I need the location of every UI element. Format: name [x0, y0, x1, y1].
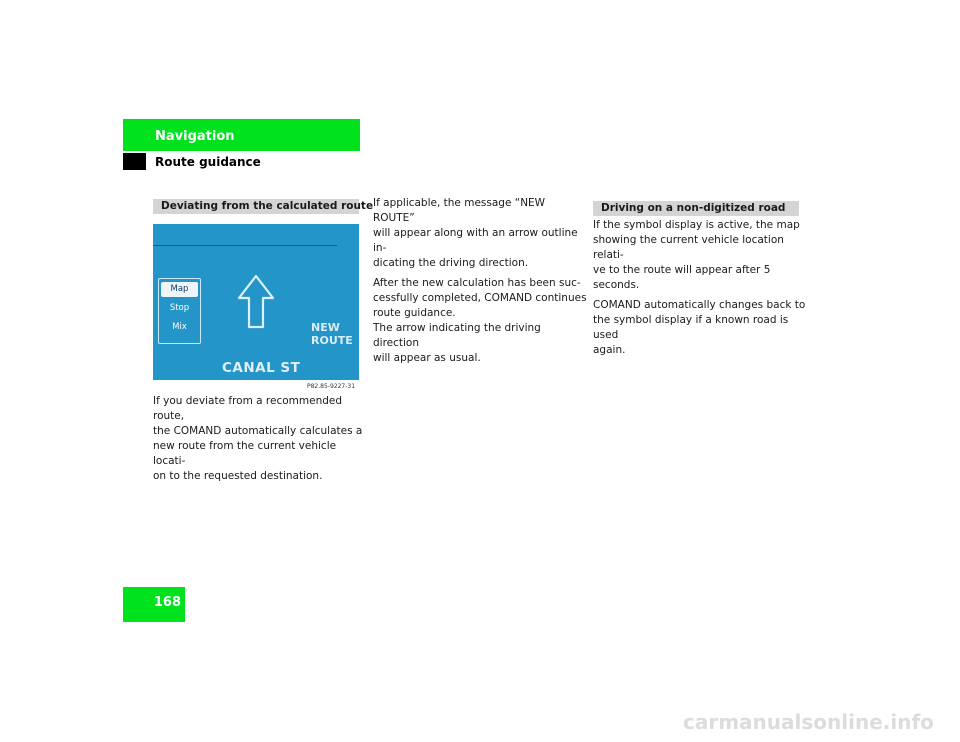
text-line: ve to the route will appear after 5 seco… — [593, 264, 771, 291]
paragraph: If you deviate from a recommended route,… — [153, 394, 363, 484]
section-heading-non-digitized: Driving on a non-digitized road — [593, 201, 799, 216]
text-line: the symbol display if a known road is us… — [593, 314, 789, 341]
new-route-text: If applicable, the message “NEW ROUTE” w… — [373, 196, 588, 366]
text-line: dicating the driving direction. — [373, 257, 529, 269]
deviation-text: If you deviate from a recommended route,… — [153, 394, 363, 484]
section-title: Route guidance — [155, 155, 261, 169]
message-line-1: NEW — [311, 321, 340, 334]
nav-screen-figure: Map Stop Mix NEW ROUTE CANAL ST — [153, 224, 359, 380]
paragraph: After the new calculation has been suc- … — [373, 276, 588, 366]
text-line: If applicable, the message “NEW ROUTE” — [373, 197, 546, 224]
text-line: The arrow indicating the driving directi… — [373, 322, 541, 349]
text-line: again. — [593, 344, 626, 356]
section-heading-label: Driving on a non-digitized road — [601, 202, 786, 214]
menu-item-map: Map — [161, 282, 198, 297]
page-number-box — [123, 587, 185, 622]
non-digitized-text: If the symbol display is active, the map… — [593, 218, 808, 358]
section-heading-label: Deviating from the calculated route — [161, 200, 374, 212]
new-route-message: NEW ROUTE — [311, 321, 353, 347]
screen-divider-line — [153, 245, 337, 246]
text-line: COMAND automatically changes back to — [593, 299, 806, 311]
section-heading-deviating: Deviating from the calculated route — [153, 199, 373, 214]
watermark: carmanualsonline.info — [683, 710, 934, 734]
text-line: on to the requested destination. — [153, 470, 323, 482]
section-marker — [123, 153, 146, 170]
text-line: the COMAND automatically calculates a — [153, 425, 363, 437]
paragraph: COMAND automatically changes back to the… — [593, 298, 808, 358]
paragraph: If the symbol display is active, the map… — [593, 218, 808, 293]
up-arrow-outline-icon — [236, 274, 276, 330]
message-line-2: ROUTE — [311, 334, 353, 347]
text-line: cessfully completed, COMAND continues — [373, 292, 587, 304]
menu-item-stop: Stop — [169, 303, 190, 313]
street-name: CANAL ST — [222, 360, 301, 376]
text-line: If you deviate from a recommended route, — [153, 395, 343, 422]
screen-menu: Map Stop Mix — [158, 278, 201, 344]
header-bar — [123, 119, 360, 151]
text-line: If the symbol display is active, the map — [593, 219, 800, 231]
text-line: new route from the current vehicle locat… — [153, 440, 337, 467]
menu-item-mix: Mix — [172, 322, 187, 332]
paragraph: If applicable, the message “NEW ROUTE” w… — [373, 196, 588, 271]
chapter-title: Navigation — [155, 129, 235, 144]
figure-id: P82.85-9227-31 — [307, 383, 356, 390]
page-number: 168 — [153, 595, 181, 610]
text-line: will appear along with an arrow outline … — [373, 227, 578, 254]
text-line: showing the current vehicle location rel… — [593, 234, 784, 261]
text-line: will appear as usual. — [373, 352, 481, 364]
text-line: route guidance. — [373, 307, 456, 319]
text-line: After the new calculation has been suc- — [373, 277, 581, 289]
